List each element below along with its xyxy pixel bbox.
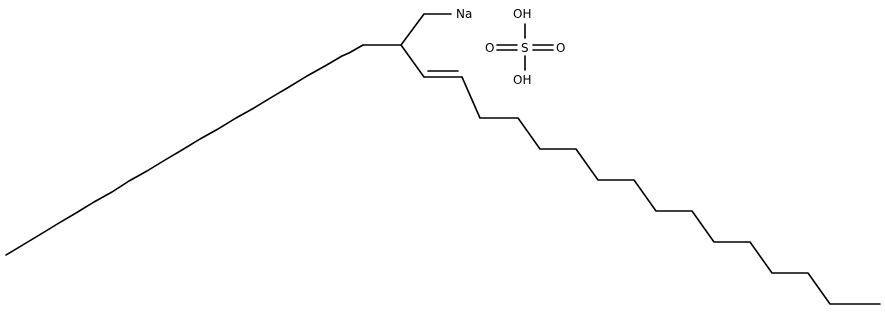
branch-to-vinyl-bond	[400, 44, 425, 78]
oxo-left-label: O	[485, 41, 494, 55]
sodium-atom-label: Na	[456, 7, 472, 21]
branch-ch2-bond	[362, 13, 452, 46]
sulfur-atom-label: S	[521, 41, 529, 55]
hydroxyl-bottom-label: OH	[513, 73, 531, 87]
right-alkyl-chain	[461, 76, 881, 305]
left-alkyl-chain	[5, 52, 350, 256]
oxo-right-label: O	[556, 41, 565, 55]
hydroxyl-top-label: OH	[513, 7, 531, 21]
chain-to-branch-bond	[348, 44, 364, 54]
